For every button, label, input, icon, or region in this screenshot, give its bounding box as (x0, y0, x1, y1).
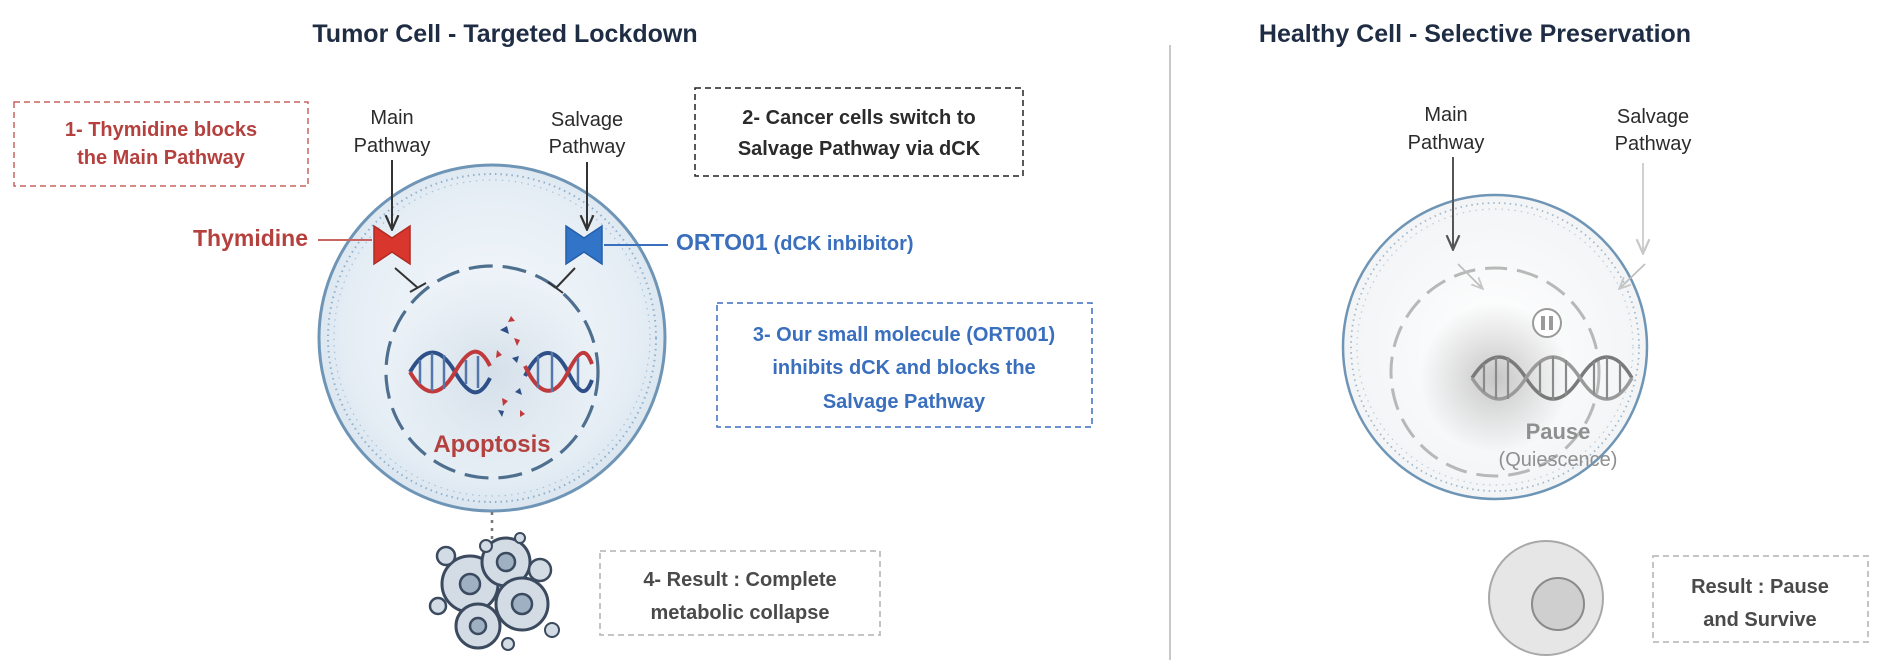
step2-text-line2: Salvage Pathway via dCK (738, 138, 981, 160)
tumor-salvage-inhibit-bar (547, 281, 564, 294)
healthy-result-line2: and Survive (1703, 609, 1816, 631)
healthy-dna-icon (1470, 355, 1634, 401)
tumor-nucleus (384, 264, 600, 480)
healthy-small-cell-icon (1488, 540, 1604, 656)
step4-box (599, 550, 881, 636)
healthy-main-pathway-line2: Pathway (1408, 132, 1485, 154)
healthy-nucleus (1389, 266, 1601, 478)
healthy-salvage-pathway-line1: Salvage (1617, 106, 1689, 128)
step1-text-line1: 1- Thymidine blocks (65, 119, 257, 141)
healthy-result-line1: Result : Pause (1691, 576, 1829, 598)
healthy-cell-title: Healthy Cell - Selective Preservation (1259, 20, 1691, 48)
thymidine-label: Thymidine (193, 225, 308, 251)
apoptosis-label: Apoptosis (433, 431, 550, 458)
collapsed-cells-icon (428, 532, 560, 651)
tumor-cell (317, 163, 667, 513)
step3-text-line3: Salvage Pathway (823, 391, 986, 413)
tumor-main-inhibit-line (394, 267, 419, 289)
step3-text-line1: 3- Our small molecule (ORT001) (753, 324, 1055, 346)
tumor-cell-title: Tumor Cell - Targeted Lockdown (312, 20, 697, 48)
step3-box (716, 302, 1093, 428)
tumor-salvage-inhibit-line (555, 267, 576, 289)
pause-label: Pause (1526, 419, 1591, 444)
ort001-block-icon (565, 224, 603, 266)
step1-text-line2: the Main Pathway (77, 147, 246, 169)
ort001-drug-name: ORTO01 (676, 229, 768, 255)
healthy-salvage-pathway-line2: Pathway (1615, 133, 1692, 155)
tumor-salvage-pathway-line1: Salvage (551, 109, 623, 131)
tumor-main-pathway-line1: Main (370, 107, 413, 129)
healthy-main-inner-arrow (1457, 263, 1482, 288)
step3-text-line2: inhibits dCK and blocks the (772, 357, 1035, 379)
tumor-main-inhibit-bar (409, 282, 427, 293)
healthy-salvage-inner-arrow (1620, 263, 1646, 288)
healthy-main-pathway-line1: Main (1424, 104, 1467, 126)
step4-text-line1: 4- Result : Complete (643, 569, 836, 591)
ort001-drug-note: (dCK inbibitor) (774, 233, 914, 255)
step2-box (694, 87, 1024, 177)
thymidine-block-icon (373, 224, 411, 266)
broken-dna-icon (408, 316, 594, 417)
tumor-main-pathway-line2: Pathway (354, 135, 431, 157)
step2-text-line1: 2- Cancer cells switch to (742, 107, 975, 129)
step4-text-line2: metabolic collapse (651, 602, 830, 624)
pause-icon (1532, 308, 1562, 338)
quiescence-label: (Quiescence) (1499, 449, 1618, 471)
step1-box (13, 101, 309, 187)
tumor-salvage-pathway-line2: Pathway (549, 136, 626, 158)
ort001-label: ORTO01 (dCK inbibitor) (676, 229, 914, 255)
